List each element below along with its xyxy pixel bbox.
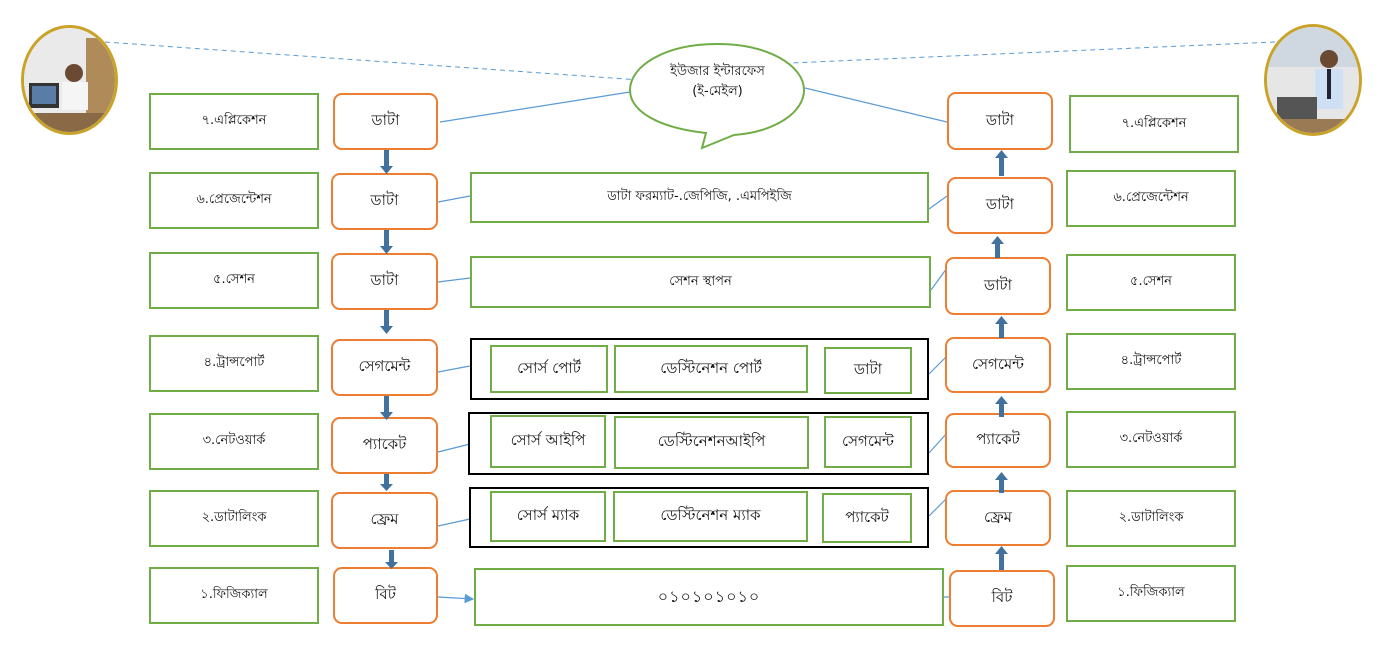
bubble-to-right-data (804, 87, 948, 123)
user-interface-line2: (ই-মেইল) (692, 84, 743, 99)
right-pdu-transport: সেগমেন্ট (945, 337, 1051, 393)
left-layer-session: ৫.সেশন (149, 252, 319, 309)
network-segment-field: সেগমেন্ট (824, 416, 912, 468)
source-mac-field: সোর্স ম্যাক (490, 491, 606, 542)
bit-arrow-left (437, 593, 475, 604)
source-port-field: সোর্স পোর্ট (490, 345, 608, 393)
right-pdu-application: ডাটা (947, 92, 1053, 150)
right-layer-session: ৫.সেশন (1066, 254, 1236, 311)
right-layer-application: ৭.এপ্লিকেশন (1069, 95, 1239, 153)
user-interface-bubble (628, 42, 806, 150)
user-interface-label: ইউজার ইন্টারফেস (ই-মেইল) (630, 62, 805, 102)
destination-port-field: ডেস্টিনেশন পোর্ট (614, 345, 808, 393)
right-layer-datalink: ২.ডাটালিংক (1066, 490, 1236, 547)
datalink-packet-field: প্যাকেট (822, 493, 912, 543)
right-pdu-physical: বিট (949, 570, 1055, 627)
bubble-to-left-data (439, 91, 631, 123)
left-down-arrows (380, 150, 398, 569)
transport-data-field: ডাটা (824, 347, 912, 394)
right-layer-physical: ১.ফিজিক্যাল (1066, 565, 1236, 622)
left-layer-transport: ৪.ট্রান্সপোর্ট (149, 335, 319, 392)
left-pdu-datalink: ফ্রেম (331, 492, 438, 549)
user-interface-line1: ইউজার ইন্টারফেস (670, 64, 765, 79)
left-pdu-presentation: ডাটা (331, 173, 438, 230)
left-pdu-physical: বিট (333, 567, 438, 624)
right-layer-network: ৩.নেটওয়ার্ক (1066, 411, 1236, 468)
dashed-line-right (789, 41, 1276, 64)
sender-avatar (21, 25, 118, 135)
left-layer-datalink: ২.ডাটালিংক (149, 490, 319, 547)
left-pdu-network: প্যাকেট (331, 417, 438, 474)
right-pdu-presentation: ডাটা (947, 177, 1053, 234)
left-layer-physical: ১.ফিজিক্যাল (149, 567, 319, 624)
session-setup-info: সেশন স্থাপন (470, 256, 931, 308)
left-pdu-transport: সেগমেন্ট (331, 339, 438, 396)
right-layer-transport: ৪.ট্রান্সপোর্ট (1066, 333, 1236, 390)
left-layer-network: ৩.নেটওয়ার্ক (149, 413, 319, 470)
destination-mac-field: ডেস্টিনেশন ম্যাক (613, 491, 808, 542)
presentation-format-info: ডাটা ফরম্যাট-.জেপিজি, .এমপিইজি (470, 172, 929, 223)
left-pdu-session: ডাটা (331, 253, 438, 310)
source-ip-field: সোর্স আইপি (490, 415, 606, 468)
right-layer-presentation: ৬.প্রেজেন্টেশন (1066, 170, 1236, 227)
destination-ip-field: ডেস্টিনেশনআইপি (614, 416, 809, 469)
dashed-line-left (104, 41, 641, 81)
receiver-avatar (1264, 24, 1362, 136)
left-layer-application: ৭.এপ্লিকেশন (149, 93, 319, 150)
left-layer-presentation: ৬.প্রেজেন্টেশন (149, 172, 319, 229)
left-pdu-application: ডাটা (333, 93, 438, 150)
physical-bits-box: ০১০১০১০১০ (474, 568, 944, 626)
right-pdu-datalink: ফ্রেম (945, 490, 1051, 546)
right-pdu-network: প্যাকেট (945, 413, 1051, 468)
right-up-arrows (991, 150, 1008, 570)
